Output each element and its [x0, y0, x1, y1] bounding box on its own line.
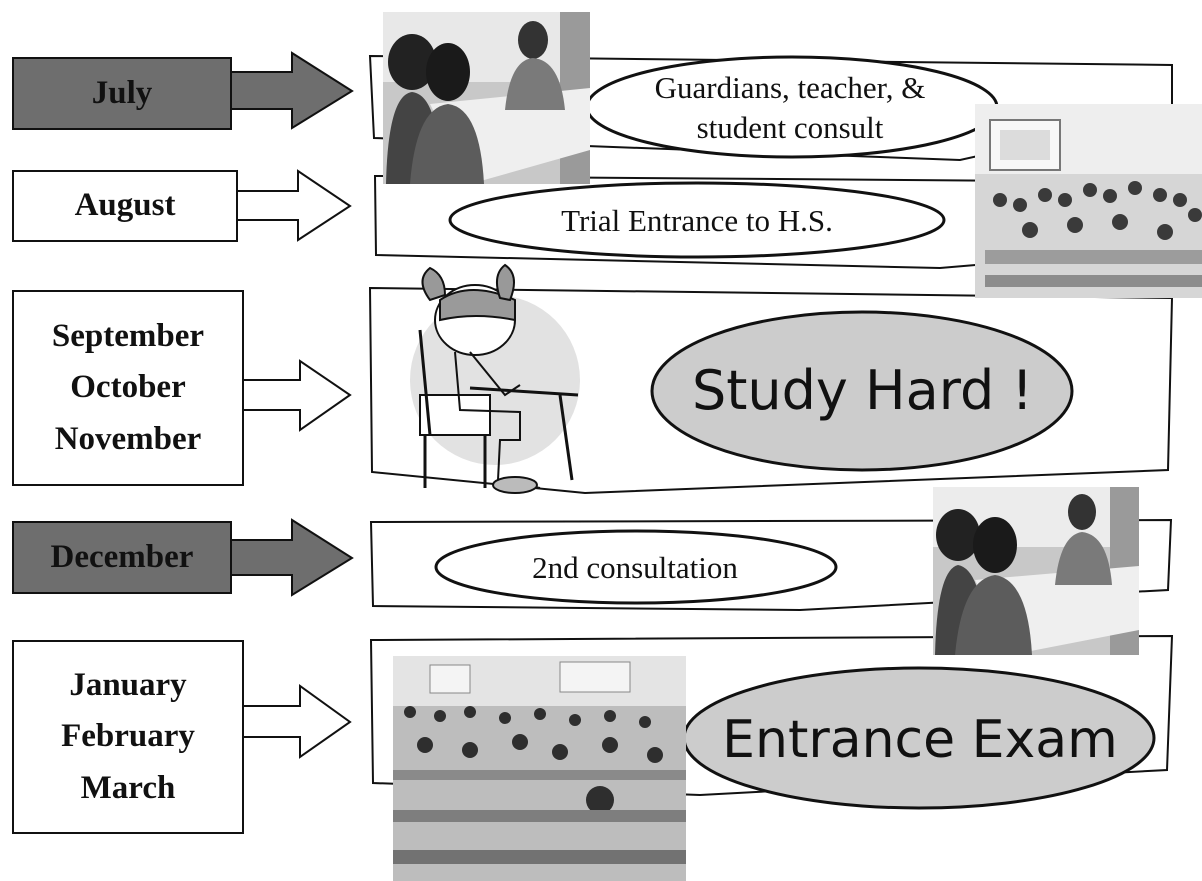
consult-text: Guardians, teacher, & student consult — [600, 62, 980, 154]
month-label-january: January — [69, 667, 187, 704]
consult-text-line1: Guardians, teacher, & — [654, 69, 926, 105]
studying-girl-illustration — [410, 263, 580, 494]
oval-second-consult — [434, 529, 838, 605]
month-box-december: December — [12, 521, 232, 594]
month-label-december: December — [50, 538, 194, 575]
arrow-winter — [242, 684, 352, 759]
month-label-march: March — [80, 769, 176, 806]
second-consultation-photo — [933, 487, 1139, 655]
trial-entrance-text: Trial Entrance to H.S. — [561, 203, 833, 238]
arrow-december — [229, 518, 354, 597]
month-box-fall: September October November — [12, 290, 244, 486]
month-label-september: September — [51, 318, 205, 355]
month-label-october: October — [70, 369, 186, 406]
oval-trial — [448, 181, 946, 259]
second-consultation-text: 2nd consultation — [532, 550, 738, 585]
month-label-july: July — [91, 74, 153, 111]
classroom-photo — [975, 104, 1202, 298]
exam-hall-photo — [393, 656, 686, 881]
consultation-photo — [383, 12, 590, 184]
month-label-november: November — [54, 420, 202, 457]
consult-text-line2: student consult — [696, 110, 884, 145]
month-box-july: July — [12, 57, 232, 130]
oval-study — [650, 310, 1074, 472]
month-label-february: February — [61, 718, 195, 755]
month-label-august: August — [74, 187, 176, 224]
entrance-exam-text: Entrance Exam — [722, 710, 1118, 770]
month-box-august: August — [12, 170, 238, 242]
study-hard-text: Study Hard ! — [691, 358, 1034, 422]
arrow-august — [236, 169, 352, 242]
arrow-july — [229, 51, 354, 130]
month-box-winter: January February March — [12, 640, 244, 834]
arrow-fall — [242, 359, 352, 432]
